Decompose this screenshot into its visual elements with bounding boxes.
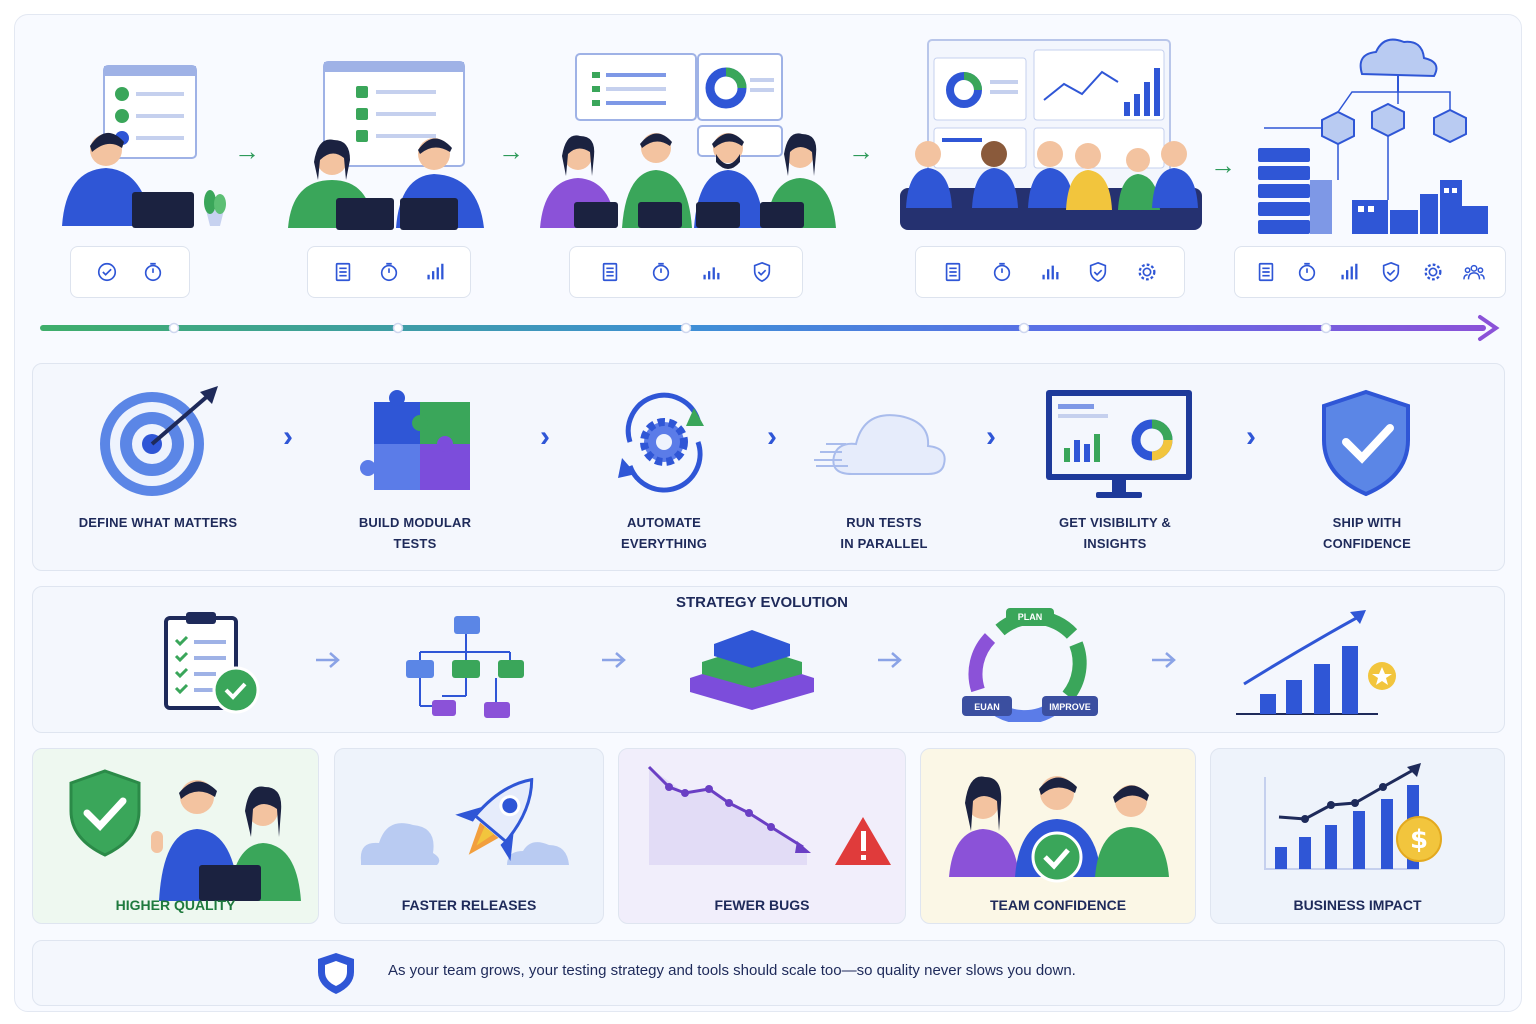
timer-icon: [1299, 262, 1316, 282]
checklist-icon: [1258, 262, 1273, 282]
steps-panel: [32, 363, 1505, 571]
target-icon: [100, 386, 218, 496]
checklist-icon: [946, 262, 961, 282]
cycle-plan-label: PLAN: [1017, 612, 1043, 622]
checklist-icon: [602, 262, 618, 282]
cycle-improve-label: IMPROVE: [1049, 702, 1091, 712]
clipboard-checklist-icon: [164, 612, 260, 714]
gear-icon: [1138, 263, 1156, 281]
svg-text:$: $: [1410, 825, 1428, 855]
bar-chart-icon: [427, 263, 444, 280]
dashboard-meeting-illustration: [900, 39, 1202, 230]
outcome-card-business-impact: $ BUSINESS IMPACT: [1210, 748, 1505, 924]
cloud-infrastructure-illustration: [1258, 38, 1488, 234]
puzzle-icon: [360, 390, 470, 490]
shield-check-icon: [1322, 389, 1410, 497]
chevron-right-icon: ›: [283, 420, 293, 453]
arrow-icon: →: [498, 136, 524, 166]
stage-5-icon-bar: [1234, 246, 1506, 298]
outcome-label: HIGHER QUALITY: [115, 897, 236, 913]
arrow-icon: →: [1210, 150, 1236, 180]
outcome-card-fewer-bugs: FEWER BUGS: [618, 748, 906, 924]
solo-developer-illustration: [62, 65, 226, 228]
rocket-illustration: [360, 777, 569, 865]
check-shield-icon: [97, 262, 116, 282]
timer-icon: [380, 262, 398, 282]
improvement-cycle-icon: [962, 608, 1098, 722]
team-icon: [1463, 264, 1486, 280]
stage-2-icon-bar: [307, 246, 471, 298]
chevron-right-icon: ›: [986, 420, 996, 453]
arrow-right-icon: [1152, 652, 1176, 668]
chevron-right-icon: ›: [767, 420, 777, 453]
timer-icon: [652, 262, 669, 282]
chevron-right-icon: ›: [1246, 420, 1256, 453]
step-label: GET VISIBILITY &INSIGHTS: [1058, 515, 1172, 551]
footer-message: As your team grows, your testing strateg…: [388, 962, 1076, 979]
arrow-icon: →: [848, 136, 874, 166]
chevron-right-icon: ›: [540, 420, 550, 453]
shield-icon: [1090, 261, 1107, 283]
outcome-card-faster-releases: FASTER RELEASES: [334, 748, 604, 924]
declining-bugs-chart: [647, 765, 891, 865]
timer-icon: [993, 262, 1010, 282]
arrow-icon: →: [234, 136, 260, 166]
layers-stack-icon: [690, 630, 814, 710]
flowchart-icon: [406, 616, 524, 718]
arrow-right-icon: [878, 652, 902, 668]
outcome-label: FASTER RELEASES: [401, 897, 537, 913]
shield-icon: [318, 953, 354, 994]
shield-icon: [1382, 261, 1399, 283]
timer-icon: [145, 262, 162, 282]
outcome-card-team-confidence: TEAM CONFIDENCE: [920, 748, 1196, 924]
footer-banner: [32, 940, 1505, 1006]
arrow-right-icon: [316, 652, 340, 668]
business-growth-chart: $: [1264, 763, 1442, 870]
bar-chart-icon: [1042, 265, 1059, 280]
bar-chart-icon: [703, 267, 720, 280]
stage-1-icon-bar: [70, 246, 190, 298]
confident-team-illustration: [949, 776, 1169, 883]
cloud-icon: [814, 414, 946, 475]
outcome-label: BUSINESS IMPACT: [1293, 897, 1422, 913]
progress-timeline: [40, 315, 1500, 341]
pair-team-illustration: [288, 61, 484, 230]
stage-4-icon-bar: [915, 246, 1185, 298]
team-of-four-illustration: [540, 53, 836, 228]
monitor-dashboard-icon: [1046, 390, 1192, 498]
automation-gear-icon: [618, 392, 704, 493]
outcome-label: FEWER BUGS: [714, 897, 810, 913]
cycle-left-label: EUAN: [974, 702, 1000, 712]
outcome-label: TEAM CONFIDENCE: [989, 897, 1127, 913]
strategy-title: STRATEGY EVOLUTION: [676, 594, 848, 611]
outcome-card-higher-quality: HIGHER QUALITY: [32, 748, 319, 924]
arrow-right-icon: [602, 652, 626, 668]
bar-chart-icon: [1341, 263, 1358, 280]
gear-icon: [1424, 263, 1441, 281]
growth-chart-icon: [1236, 610, 1396, 715]
shield-icon: [754, 261, 771, 283]
stage-3-icon-bar: [569, 246, 803, 298]
quality-team-illustration: [69, 769, 301, 901]
step-label: DEFINE WHAT MATTERS: [78, 515, 238, 530]
checklist-icon: [335, 262, 351, 282]
